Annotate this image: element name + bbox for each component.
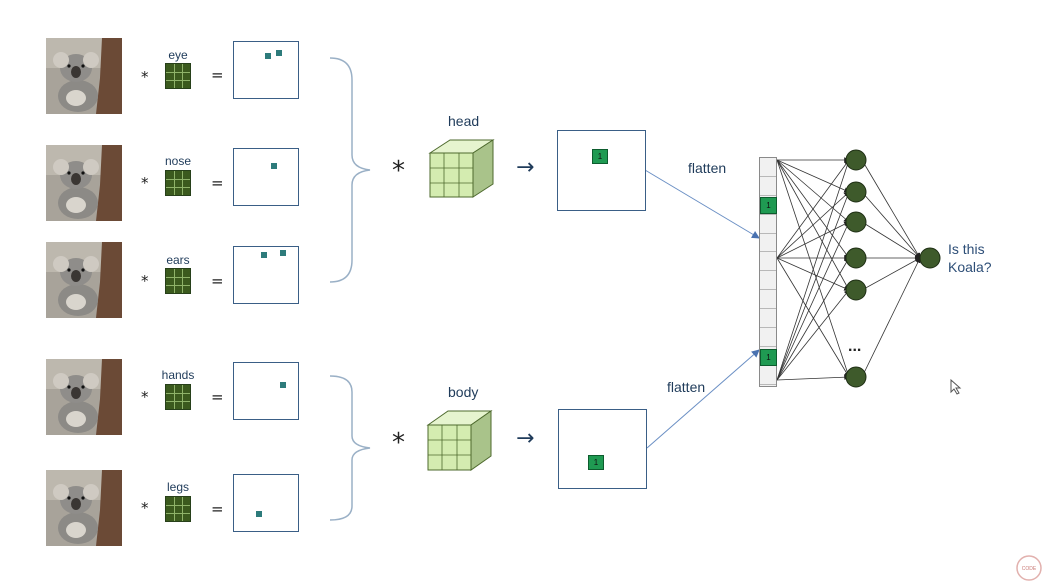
flatten-label-bottom: flatten bbox=[667, 379, 706, 395]
hidden-node bbox=[845, 149, 867, 171]
equals-operator: = bbox=[211, 174, 224, 192]
output-question: Is this Koala? bbox=[948, 240, 992, 276]
equals-operator: = bbox=[211, 500, 224, 518]
hidden-node bbox=[845, 211, 867, 233]
question-line-2: Koala? bbox=[948, 259, 992, 275]
feature-map-eye bbox=[233, 41, 299, 99]
hidden-node bbox=[845, 279, 867, 301]
flatten-connector-top bbox=[644, 169, 760, 239]
connection-lines bbox=[776, 157, 921, 381]
flatten-connector-bottom bbox=[646, 349, 760, 449]
feature-map-nose bbox=[233, 148, 299, 206]
convolve-operator: * bbox=[141, 388, 149, 406]
svg-text:CODE: CODE bbox=[1022, 566, 1037, 572]
feature-map-hands bbox=[233, 362, 299, 420]
feature-label-hands: hands bbox=[161, 368, 195, 382]
convolve-operator: * bbox=[141, 499, 149, 517]
body-label: body bbox=[448, 384, 479, 400]
feature-label-legs: legs bbox=[166, 480, 189, 494]
filter-hands bbox=[165, 384, 191, 410]
hidden-node bbox=[845, 247, 867, 269]
feature-label-ears: ears bbox=[166, 253, 190, 267]
feature-map-ears bbox=[233, 246, 299, 304]
flatten-label-top: flatten bbox=[688, 160, 727, 176]
filter-legs bbox=[165, 496, 191, 522]
flattened-active-cell: 1 bbox=[760, 349, 777, 366]
equals-operator: = bbox=[211, 66, 224, 84]
flattened-active-cell: 1 bbox=[760, 197, 777, 214]
feature-map-legs bbox=[233, 474, 299, 532]
head-pooled-map: 1 bbox=[557, 130, 646, 211]
brace-body bbox=[329, 375, 371, 521]
hidden-nodes bbox=[845, 149, 867, 388]
equals-operator: = bbox=[211, 272, 224, 290]
brace-head bbox=[329, 57, 371, 283]
arrow-right-icon: → bbox=[516, 155, 535, 180]
hidden-node bbox=[845, 366, 867, 388]
active-cell: 1 bbox=[592, 149, 608, 164]
hidden-node bbox=[845, 181, 867, 203]
body-pooled-map: 1 bbox=[558, 409, 647, 489]
flattened-vector bbox=[759, 157, 777, 387]
convolve-operator: * bbox=[141, 174, 149, 192]
watermark-logo: CODE bbox=[1016, 555, 1042, 581]
convolve-symbol-head: * bbox=[392, 156, 405, 186]
filter-ears bbox=[165, 268, 191, 294]
feature-label-nose: nose bbox=[164, 154, 192, 168]
question-line-1: Is this bbox=[948, 241, 985, 257]
convolve-symbol-body: * bbox=[392, 428, 405, 458]
head-cube-icon bbox=[428, 139, 495, 198]
body-cube-icon bbox=[426, 410, 493, 471]
more-nodes-ellipsis: ... bbox=[848, 338, 862, 355]
convolve-operator: * bbox=[141, 272, 149, 290]
filter-nose bbox=[165, 170, 191, 196]
arrow-right-icon: → bbox=[516, 426, 535, 451]
convolve-operator: * bbox=[141, 68, 149, 86]
feature-label-eye: eye bbox=[168, 48, 188, 62]
head-label: head bbox=[448, 113, 480, 129]
equals-operator: = bbox=[211, 388, 224, 406]
output-node bbox=[919, 247, 941, 269]
active-cell: 1 bbox=[588, 455, 604, 470]
filter-eye bbox=[165, 63, 191, 89]
cursor-icon bbox=[950, 378, 962, 395]
